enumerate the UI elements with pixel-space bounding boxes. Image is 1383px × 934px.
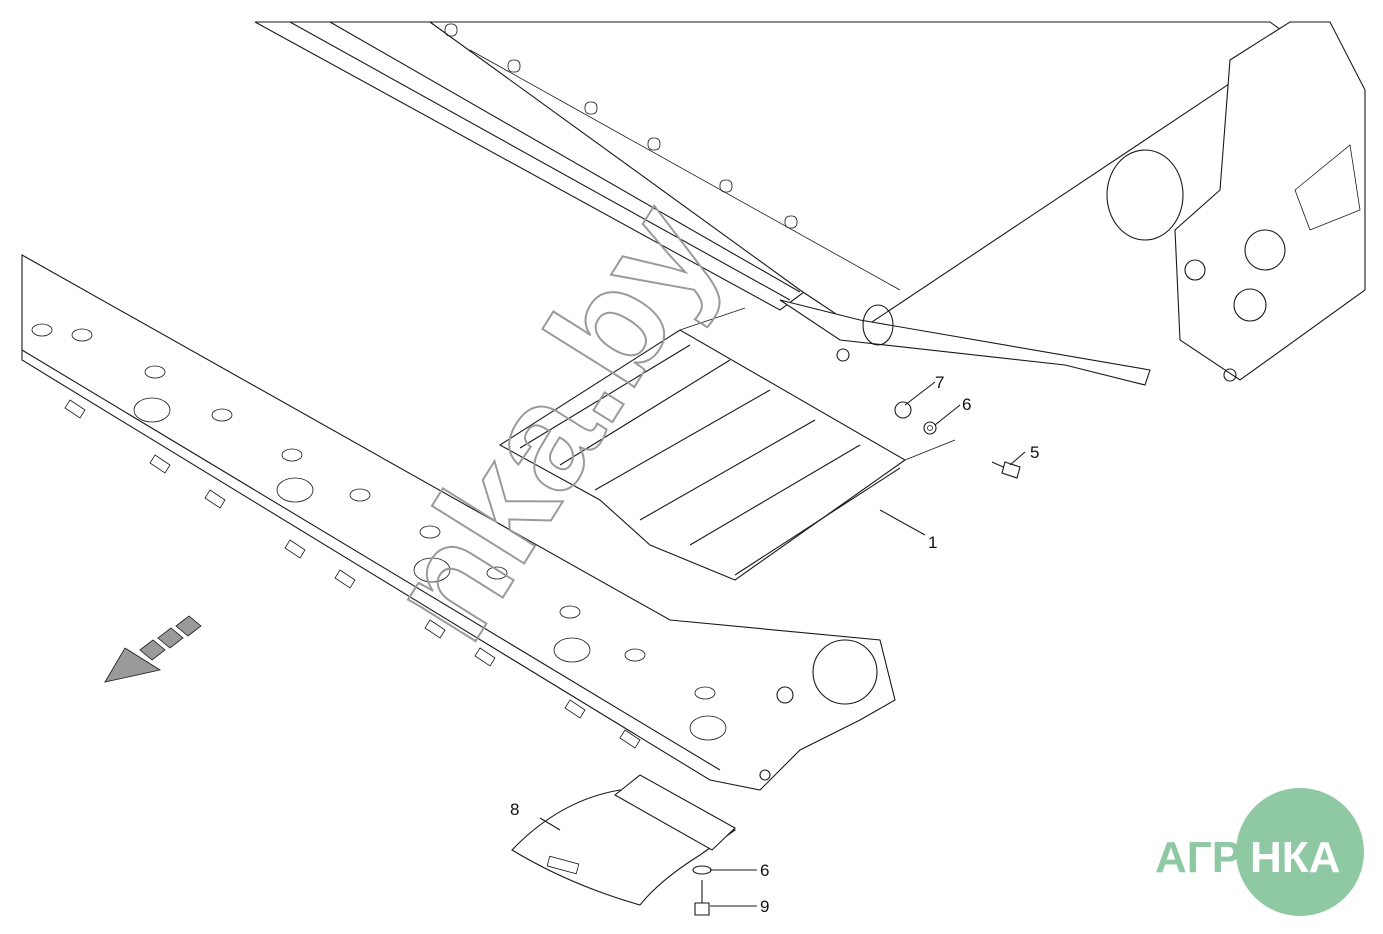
crossbar: [779, 299, 1237, 386]
washer-part-6b-icon: [692, 865, 712, 875]
skid-plate-part-1: [498, 307, 956, 581]
leader-lines: [539, 381, 1026, 907]
beam-slots: [444, 23, 798, 229]
bolt-part-9-icon: [694, 880, 710, 916]
skid-shoe-part-8: [511, 774, 737, 906]
logo-right-text: НКА: [1250, 833, 1340, 882]
mounting-bosses: [31, 323, 727, 741]
callout-6-lower: 6: [760, 861, 769, 880]
callout-9: 9: [760, 897, 769, 916]
nut-part-7-icon: [894, 401, 912, 419]
upper-frame-beam: [254, 21, 1296, 331]
callout-7: 7: [935, 373, 944, 392]
cutter-bar: [21, 254, 896, 791]
logo-left-text: АГРО: [1155, 833, 1275, 882]
callout-5: 5: [1030, 443, 1039, 462]
callout-8: 8: [510, 800, 519, 819]
side-frame: [1106, 21, 1366, 381]
callout-1: 1: [928, 533, 937, 552]
callout-labels: 1 5 6 7 6 8 9: [510, 373, 1039, 916]
washer-part-6-icon: [923, 421, 937, 435]
fasteners: [692, 401, 1021, 916]
agro-nka-logo: АГРО НКА: [1155, 788, 1364, 916]
knife-guards: [64, 399, 641, 749]
callout-6-upper: 6: [962, 395, 971, 414]
direction-arrow-icon: [104, 615, 202, 683]
bolt-part-5-icon: [991, 461, 1021, 479]
